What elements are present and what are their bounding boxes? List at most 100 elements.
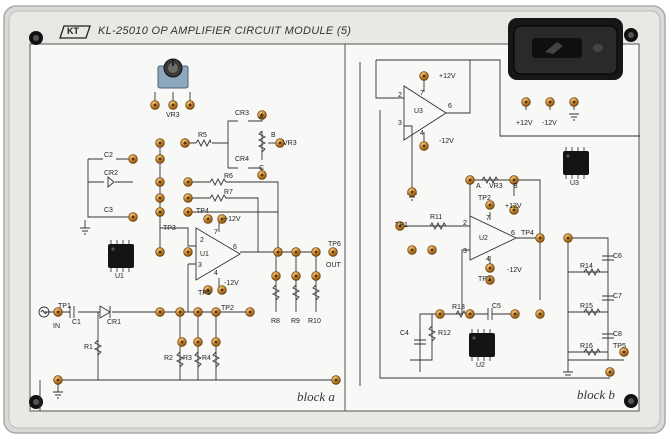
test-jack[interactable]: [183, 193, 193, 203]
test-jack[interactable]: [203, 214, 213, 224]
test-jack[interactable]: [128, 154, 138, 164]
block-b-wiring: [359, 59, 640, 386]
screw-icon: [624, 394, 638, 408]
test-jack[interactable]: [211, 337, 221, 347]
test-jack[interactable]: [245, 307, 255, 317]
test-jack[interactable]: [427, 245, 437, 255]
test-jack[interactable]: [217, 214, 227, 224]
label-r6: R6: [224, 173, 233, 180]
test-jack[interactable]: [53, 307, 63, 317]
test-jack[interactable]: [435, 309, 445, 319]
test-jack[interactable]: [155, 177, 165, 187]
test-jack[interactable]: [485, 200, 495, 210]
test-jack[interactable]: [291, 271, 301, 281]
label-u1-chip: U1: [115, 273, 124, 280]
test-jack[interactable]: [183, 247, 193, 257]
test-jack[interactable]: [183, 207, 193, 217]
label-c: C: [259, 165, 265, 172]
label-block-a: block a: [297, 389, 335, 404]
label-tp3-a: TP3: [163, 225, 176, 232]
test-jack[interactable]: [155, 207, 165, 217]
test-jack[interactable]: [155, 193, 165, 203]
test-jack[interactable]: [563, 233, 573, 243]
label-tp4-b: TP4: [521, 230, 534, 237]
test-jack[interactable]: [175, 307, 185, 317]
test-jack[interactable]: [510, 309, 520, 319]
test-jack[interactable]: [465, 309, 475, 319]
test-jack[interactable]: [545, 97, 555, 107]
test-jack[interactable]: [257, 170, 267, 180]
test-jack[interactable]: [331, 375, 341, 385]
test-jack[interactable]: [155, 247, 165, 257]
test-jack[interactable]: [395, 221, 405, 231]
test-jack[interactable]: [155, 138, 165, 148]
label-minus12-mid-b: -12V: [507, 267, 522, 274]
test-jack[interactable]: [185, 100, 195, 110]
test-jack[interactable]: [407, 245, 417, 255]
label-tp1-a: TP1: [58, 303, 71, 310]
test-jack[interactable]: [155, 307, 165, 317]
test-jack[interactable]: [193, 337, 203, 347]
potentiometer-knob-vr3[interactable]: [157, 58, 189, 89]
test-jack[interactable]: [328, 247, 338, 257]
test-jack[interactable]: [168, 100, 178, 110]
test-jack[interactable]: [311, 271, 321, 281]
test-jack[interactable]: [407, 187, 417, 197]
test-jack[interactable]: [509, 175, 519, 185]
test-jack[interactable]: [311, 247, 321, 257]
test-jack[interactable]: [535, 309, 545, 319]
label-pin2-a: 2: [200, 237, 204, 244]
test-jack[interactable]: [569, 97, 579, 107]
label-plus12-a: +12V: [224, 216, 241, 223]
label-c1: C1: [72, 319, 81, 326]
label-ps-plus12: +12V: [516, 120, 533, 127]
test-jack[interactable]: [271, 271, 281, 281]
test-jack[interactable]: [217, 285, 227, 295]
test-jack[interactable]: [291, 247, 301, 257]
test-jack[interactable]: [419, 141, 429, 151]
test-jack[interactable]: [465, 175, 475, 185]
label-tp4-a: TP4: [196, 208, 209, 215]
label-pin4-u3: 4: [420, 130, 424, 137]
test-jack[interactable]: [150, 100, 160, 110]
test-jack[interactable]: [53, 375, 63, 385]
label-vr3-knob: VR3: [166, 112, 180, 119]
label-pin7-u2: 7: [486, 215, 490, 222]
test-jack[interactable]: [193, 307, 203, 317]
power-connector[interactable]: [508, 18, 623, 80]
test-jack[interactable]: [128, 212, 138, 222]
test-jack[interactable]: [183, 177, 193, 187]
circuit-panel: [29, 43, 640, 412]
test-jack[interactable]: [535, 233, 545, 243]
label-pin4-u2: 4: [486, 256, 490, 263]
label-c4: C4: [400, 330, 409, 337]
test-jack[interactable]: [211, 307, 221, 317]
kt-logo: [59, 25, 91, 39]
label-u3-chip: U3: [570, 180, 579, 187]
label-a-b: A: [476, 183, 481, 190]
test-jack[interactable]: [273, 247, 283, 257]
label-in: IN: [53, 323, 60, 330]
test-jack[interactable]: [485, 275, 495, 285]
label-pin4-a: 4: [214, 270, 218, 277]
label-pin7-u3: 7: [420, 90, 424, 97]
block-a-wiring: [39, 92, 336, 411]
test-jack[interactable]: [257, 110, 267, 120]
test-jack[interactable]: [180, 138, 190, 148]
test-jack[interactable]: [419, 71, 429, 81]
test-jack[interactable]: [509, 205, 519, 215]
label-r5: R5: [198, 132, 207, 139]
label-b-b: B: [513, 183, 518, 190]
test-jack[interactable]: [177, 337, 187, 347]
label-cr1: CR1: [107, 319, 122, 326]
label-r4: R4: [202, 355, 211, 362]
test-jack[interactable]: [619, 347, 629, 357]
test-jack[interactable]: [485, 263, 495, 273]
label-r3: R3: [183, 355, 192, 362]
test-jack[interactable]: [605, 367, 615, 377]
label-pin6-u2: 6: [511, 230, 515, 237]
test-jack[interactable]: [521, 97, 531, 107]
test-jack[interactable]: [155, 154, 165, 164]
test-jack[interactable]: [203, 285, 213, 295]
test-jack[interactable]: [275, 138, 285, 148]
